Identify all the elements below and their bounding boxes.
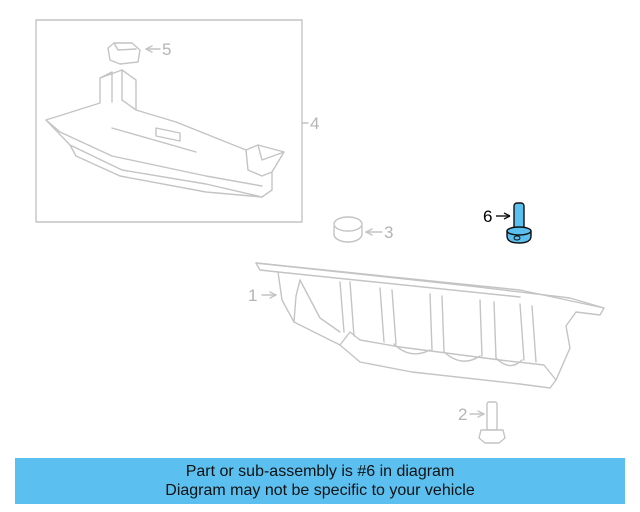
callout-5: 5 [162, 40, 171, 59]
seal-illustration [107, 42, 141, 65]
callout-2: 2 [458, 405, 467, 424]
plug-illustration [333, 216, 363, 243]
banner-line-1: Part or sub-assembly is #6 in diagram [185, 463, 455, 480]
banner-line-2: Diagram may not be specific to your vehi… [165, 482, 475, 499]
callout-3: 3 [384, 223, 393, 242]
filter-assembly-group: 5 4 [35, 19, 319, 223]
drain-bolt-illustration [478, 401, 506, 444]
oil-pan-illustration [255, 262, 605, 389]
info-banner: Part or sub-assembly is #6 in diagram Di… [15, 458, 625, 504]
callout-6: 6 [483, 207, 492, 226]
highlighted-bolt-illustration [506, 202, 532, 244]
callout-1: 1 [248, 286, 257, 305]
callout-4: 4 [310, 114, 319, 133]
filter-illustration [45, 69, 285, 198]
